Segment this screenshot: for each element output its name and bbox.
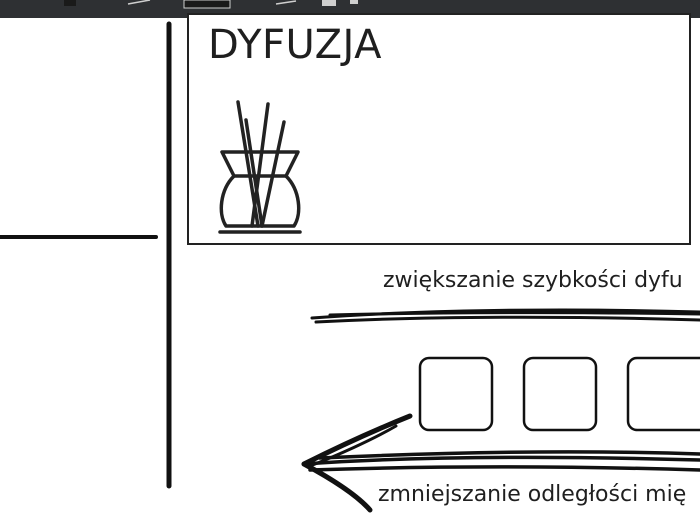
label-increase-speed: zwiększanie szybkości dyfu [383, 268, 683, 293]
square-item [522, 356, 598, 432]
slider-icon [127, 0, 151, 5]
arrow-decrease-distance [301, 413, 700, 513]
toolbar-item-icon [322, 0, 336, 6]
squares-row [418, 356, 700, 432]
arrow-increase-speed [310, 308, 700, 324]
square-item [626, 356, 700, 432]
diffusion-card [187, 13, 691, 245]
card-title: DYFUZJA [208, 22, 382, 68]
square-item [418, 356, 494, 432]
app-menu-icon [64, 0, 76, 6]
toolbar-item-icon [350, 0, 358, 4]
minimize-icon [275, 0, 297, 5]
reed-diffuser-icon [218, 100, 302, 234]
label-decrease-distance: zmniejszanie odległości mię [378, 482, 687, 507]
window-icon [183, 0, 231, 9]
titlebar-icons [64, 0, 358, 9]
